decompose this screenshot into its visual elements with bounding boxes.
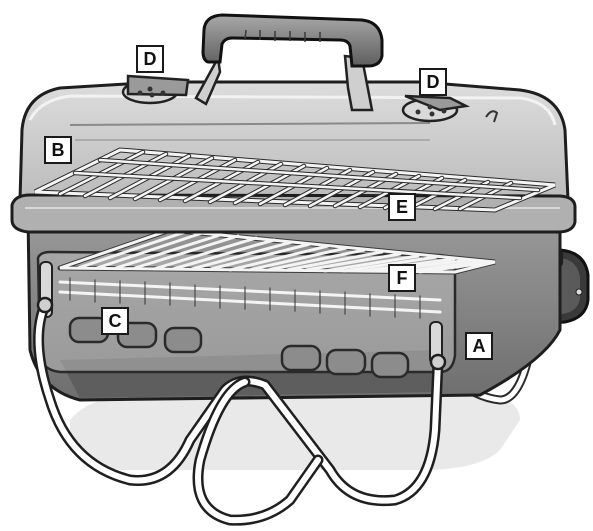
callout-c: C [101, 307, 129, 335]
callout-a: A [465, 332, 493, 360]
callout-f: F [388, 264, 416, 292]
callout-b: B [44, 136, 72, 164]
callout-d-left: D [136, 45, 164, 73]
callout-e: E [388, 193, 416, 221]
callout-d-right: D [419, 68, 447, 96]
